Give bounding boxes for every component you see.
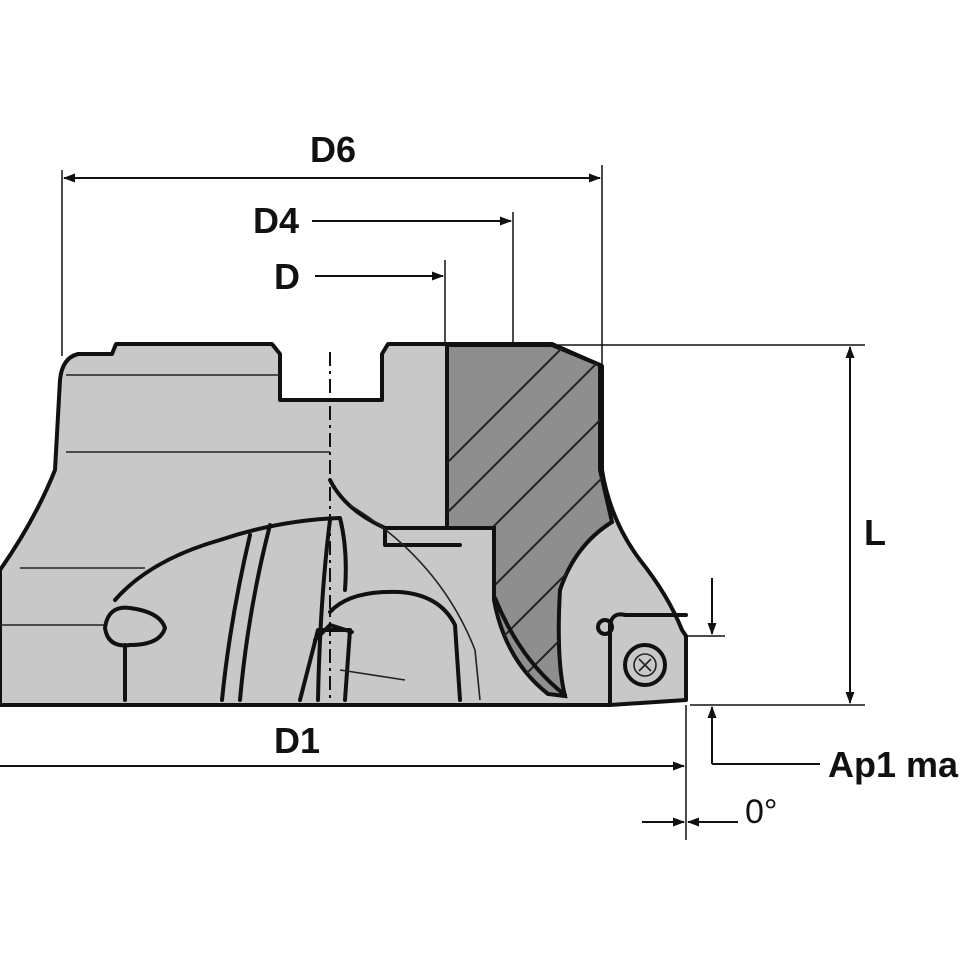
dimension-angle: 0° <box>642 793 778 831</box>
dimension-d1: D1 <box>0 705 687 840</box>
body-details <box>0 374 688 707</box>
label-ap1: Ap1 ma <box>828 744 959 785</box>
cross-section-region <box>445 343 615 699</box>
dimension-d6: D6 <box>61 129 603 370</box>
label-d4: D4 <box>253 200 299 241</box>
dimension-d: D <box>274 256 446 344</box>
dimension-d4: D4 <box>253 200 514 344</box>
label-d1: D1 <box>274 720 320 761</box>
label-l: L <box>864 512 886 553</box>
label-d6: D6 <box>310 129 356 170</box>
label-d: D <box>274 256 300 297</box>
dimension-l: L <box>558 344 886 706</box>
dimension-ap1: Ap1 ma <box>686 578 959 785</box>
label-angle: 0° <box>745 793 778 831</box>
